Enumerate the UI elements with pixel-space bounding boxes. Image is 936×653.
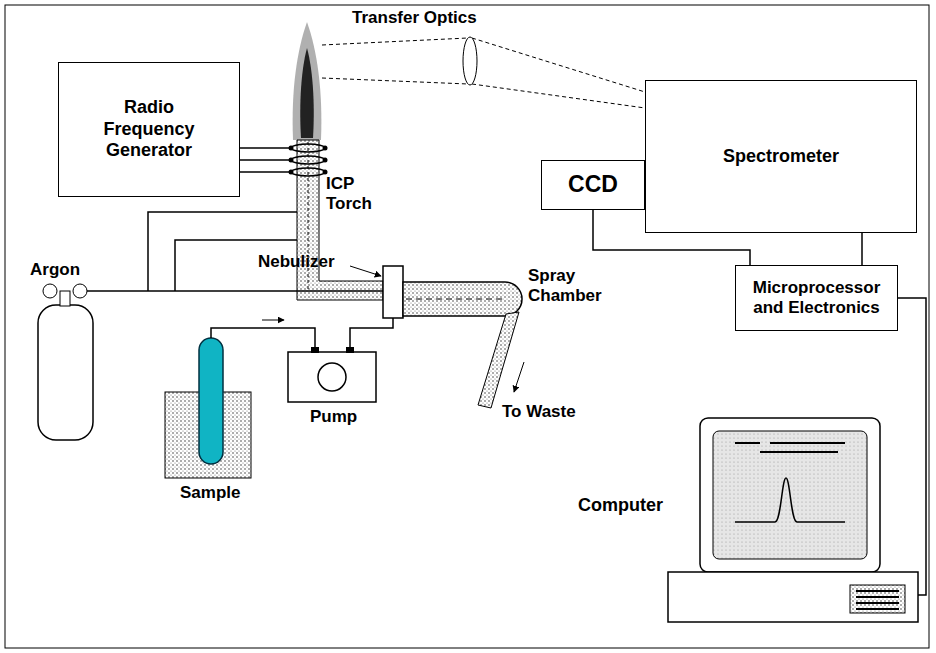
drive-panel: [850, 585, 905, 613]
nebulizer: [383, 266, 403, 318]
pump-port: [311, 347, 319, 353]
spectrum-peak: [735, 478, 845, 522]
monitor: [700, 418, 880, 572]
part-label: Spray Chamber: [528, 266, 618, 307]
screen-lines: [735, 443, 845, 452]
node-label: Radio Frequency Generator: [94, 97, 204, 162]
part-label: Argon: [30, 260, 80, 280]
flow-arrow: [262, 320, 284, 321]
flow-arrow: [514, 362, 524, 392]
connector-wire: [593, 210, 750, 265]
pump-port: [346, 347, 354, 353]
sample-line: [211, 318, 393, 350]
sample-tube: [199, 338, 223, 464]
valve-gauge: [73, 284, 87, 298]
screen: [713, 431, 867, 559]
connector-wire: [898, 298, 926, 595]
frame: [5, 5, 929, 648]
part-label: Transfer Optics: [352, 8, 477, 28]
part-label: To Waste: [502, 402, 576, 422]
connector-wire: [861, 233, 863, 265]
valve-knob: [43, 284, 57, 298]
pump-rotor: [318, 363, 346, 391]
detector-box: CCD: [541, 160, 645, 210]
part-label: Pump: [310, 407, 357, 427]
electronics-box: Microprocessor and Electronics: [735, 265, 898, 331]
optical-path: [322, 38, 645, 108]
gas-lines: [87, 212, 383, 291]
rf-wires: [240, 144, 325, 176]
lens: [463, 37, 477, 85]
plasma-flame: [293, 22, 322, 140]
generator-box: Radio Frequency Generator: [58, 62, 240, 197]
node-label: Spectrometer: [723, 146, 839, 168]
cylinder-valve: [60, 291, 70, 306]
plasma-core: [300, 48, 314, 138]
coil-contacts: [289, 146, 328, 175]
node-label: Computer: [578, 495, 663, 517]
computer-base: [668, 572, 918, 622]
part-label: ICP Torch: [326, 174, 398, 215]
node-label: Microprocessor and Electronics: [747, 278, 887, 319]
drive-slots: [856, 591, 899, 609]
part-label: Sample: [180, 483, 240, 503]
leader-line: [350, 266, 381, 276]
spectrometer-box: Spectrometer: [645, 80, 917, 233]
part-label: Nebulizer: [258, 252, 335, 272]
spray-chamber: [403, 282, 522, 316]
node-label: CCD: [568, 171, 618, 199]
pump: [288, 352, 376, 402]
chamber-tube: [406, 299, 505, 300]
drain-tube: [478, 312, 519, 408]
argon-cylinder: [38, 305, 93, 440]
computer-unit: Computer: [575, 415, 918, 625]
